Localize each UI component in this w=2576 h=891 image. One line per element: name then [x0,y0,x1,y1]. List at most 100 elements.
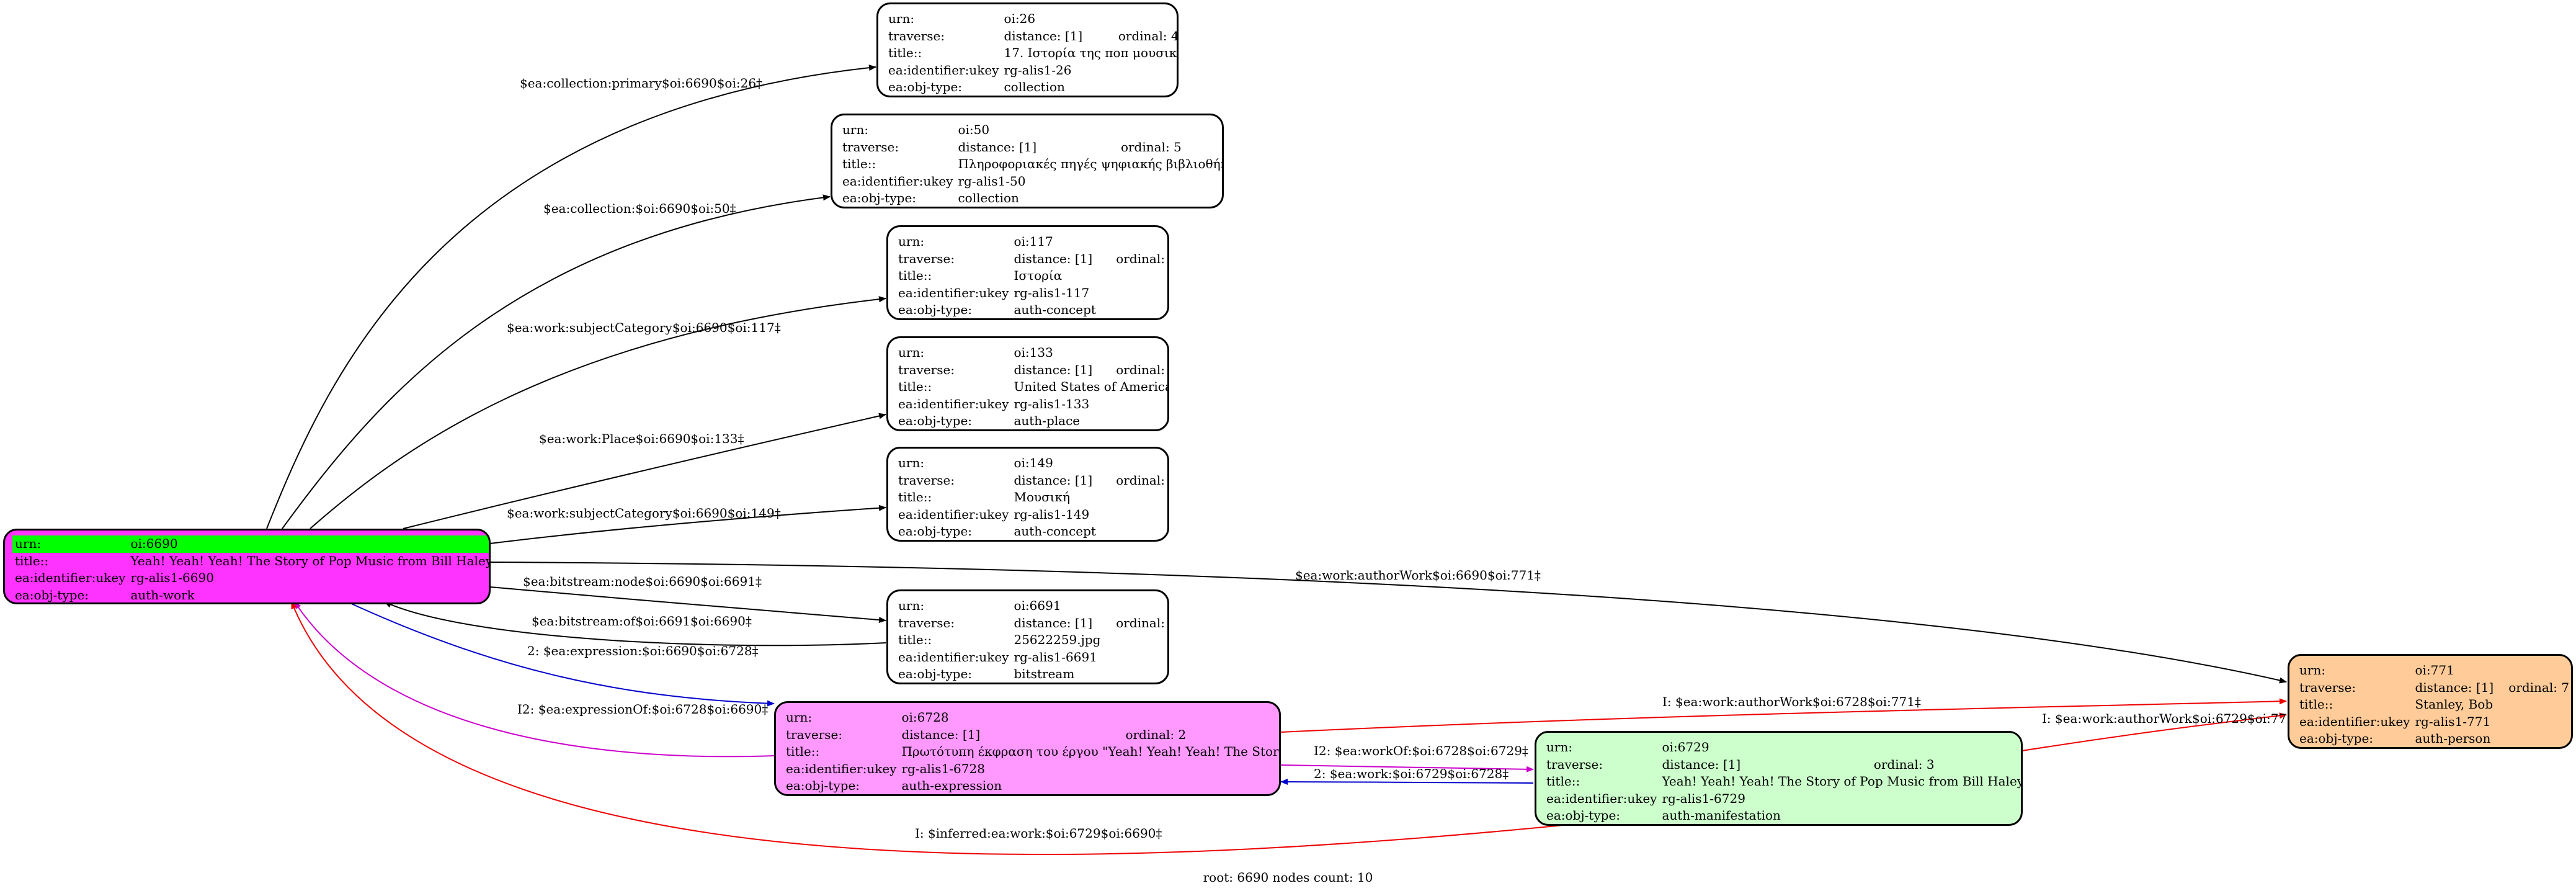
field-key-ukey: ea:identifier:ukey [2299,714,2410,729]
field-key-urn: urn: [842,122,869,137]
field-key-traverse: traverse: [2299,679,2356,695]
field-ukey: rg-alis1-26 [1004,62,1072,78]
field-key-ukey: ea:identifier:ukey [888,62,999,78]
field-title: 25622259.jpg [1014,632,1101,647]
field-key-traverse: traverse: [1546,756,1603,772]
field-key-traverse: traverse: [898,472,955,488]
field-key-type: ea:obj-type: [898,302,973,317]
node-fields: urn:oi:133 traverse:distance: [1]ordinal… [896,344,1169,429]
field-key-type: ea:obj-type: [898,413,973,428]
field-key-traverse: traverse: [898,362,955,377]
field-distance: distance: [1] [1014,362,1093,377]
field-type: auth-concept [1014,524,1096,539]
node-oi-6690-root[interactable]: urn: oi:6690 title::Yeah! Yeah! Yeah! Th… [3,529,491,604]
field-key-urn: urn: [898,345,925,360]
node-oi-117[interactable]: urn:oi:117 traverse:distance: [1]ordinal… [886,225,1169,320]
field-key-type: ea:obj-type: [842,190,917,205]
field-ordinal: ordinal: 5 [1120,139,1182,154]
node-oi-771[interactable]: urn:oi:771 traverse:distance: [1]ordinal… [2288,654,2573,749]
edge-label-e50: $ea:collection:$oi:6690$oi:50‡ [543,201,736,216]
edge-6690-117 [310,296,886,529]
field-distance: distance: [1] [1662,756,1741,772]
field-key-traverse: traverse: [888,28,945,43]
node-fields: urn:oi:50 traverse:distance: [1]ordinal:… [840,122,1224,207]
field-ukey: rg-alis1-117 [1014,285,1090,300]
field-ukey: rg-alis1-149 [1014,506,1090,522]
field-title: Πρωτότυπη έκφραση του έργου "Yeah! Yeah!… [901,744,1281,759]
node-oi-6729[interactable]: urn:oi:6729 traverse:distance: [1]ordina… [1535,731,2023,826]
field-key-title: title:: [2299,697,2333,712]
field-key-title: title:: [786,744,820,759]
field-key-type: ea:obj-type: [786,778,860,793]
field-distance: distance: [1] [1014,251,1093,266]
field-title: Ιστορία [1014,268,1063,283]
node-oi-6691[interactable]: urn:oi:6691 traverse:distance: [1]ordina… [886,589,1169,684]
field-urn: oi:50 [958,122,990,137]
node-oi-6728[interactable]: urn:oi:6728 traverse:distance: [1]ordina… [774,701,1281,796]
edge-6690-6728 [347,601,775,707]
edge-label-e6728-771: I: $ea:work:authorWork$oi:6728$oi:771‡ [1662,694,1921,709]
field-key-urn: urn: [898,455,925,470]
edge-6690-771 [489,562,2287,684]
edge-6728-6690 [294,601,775,758]
field-urn: oi:6690 [128,535,489,553]
node-fields: urn:oi:117 traverse:distance: [1]ordinal… [896,233,1167,318]
field-type: collection [1004,79,1065,94]
field-urn: oi:6728 [901,710,949,725]
field-ordinal: ordinal: 2 [1125,727,1187,742]
field-title: Πληροφοριακές πηγές ψηφιακής βιβλιοθήκης [958,156,1224,171]
field-key-urn: urn: [898,598,925,613]
field-key-title: title:: [898,632,932,647]
edge-6690-133 [403,413,886,529]
edge-label-e6729-771: I: $ea:work:authorWork$oi:6729$oi:771‡ [2042,711,2301,726]
field-title: United States of America [1014,379,1169,394]
field-key-title: title:: [898,379,932,394]
edge-6691-6690 [384,601,886,647]
field-ukey: rg-alis1-771 [2415,714,2491,729]
node-oi-133[interactable]: urn:oi:133 traverse:distance: [1]ordinal… [886,336,1169,431]
field-key-traverse: traverse: [898,615,955,630]
edge-6728-6729 [1280,764,1534,772]
field-key-title: title:: [842,156,876,171]
edge-label-e6728-6729: I2: $ea:workOf:$oi:6728$oi:6729‡ [1314,743,1528,758]
edge-6729-771 [2021,712,2287,751]
field-ordinal: ordinal: 9 [1116,251,1167,266]
field-key-title: title:: [15,553,49,568]
field-key-ukey: ea:identifier:ukey [898,396,1009,411]
edge-label-e6728b: I2: $ea:expressionOf:$oi:6728$oi:6690‡ [517,702,768,717]
field-urn: oi:771 [2415,663,2454,678]
field-distance: distance: [1] [2415,679,2494,695]
field-key-title: title:: [888,45,922,60]
field-key-ukey: ea:identifier:ukey [898,285,1009,300]
field-key-ukey: ea:identifier:ukey [898,649,1009,665]
edge-label-e771: $ea:work:authorWork$oi:6690$oi:771‡ [1295,568,1541,583]
field-ukey: rg-alis1-6729 [1662,790,1745,806]
field-key-type: ea:obj-type: [1546,808,1621,823]
field-ukey: rg-alis1-133 [1014,396,1090,411]
node-fields: urn:oi:6728 traverse:distance: [1]ordina… [783,709,1281,794]
node-fields: urn:oi:771 traverse:distance: [1]ordinal… [2297,662,2571,747]
root-highlight-row: urn: oi:6690 [12,535,489,553]
field-title: Stanley, Bob [2415,697,2494,712]
field-key-title: title:: [898,490,932,504]
field-type: auth-work [130,587,195,602]
field-ordinal: ordinal: 7 [2508,679,2570,695]
edge-label-e26: $ea:collection:primary$oi:6690$oi:26‡ [520,76,762,91]
edge-6729-6728 [1280,779,1534,786]
node-oi-149[interactable]: urn:oi:149 traverse:distance: [1]ordinal… [886,447,1169,542]
edge-6728-771 [1280,698,2287,733]
field-key-ukey: ea:identifier:ukey [898,506,1009,522]
field-key-title: title:: [898,268,932,283]
node-oi-50[interactable]: urn:oi:50 traverse:distance: [1]ordinal:… [831,114,1224,208]
node-oi-26[interactable]: urn:oi:26 traverse:distance: [1]ordinal:… [876,2,1179,97]
field-type: auth-expression [901,778,1002,793]
field-ordinal: ordinal: 8 [1116,472,1167,488]
field-key-type: ea:obj-type: [898,524,973,539]
edge-6690-149 [489,504,886,544]
edge-label-e6691: $ea:bitstream:node$oi:6690$oi:6691‡ [523,574,762,589]
node-fields: urn:oi:149 traverse:distance: [1]ordinal… [896,455,1167,540]
field-key-ukey: ea:identifier:ukey [15,570,126,585]
field-urn: oi:6729 [1662,740,1709,754]
field-key-ukey: ea:identifier:ukey [1546,790,1657,806]
